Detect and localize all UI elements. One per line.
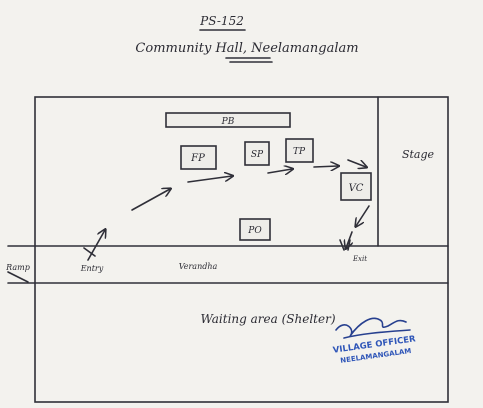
ramp-line — [7, 271, 29, 283]
flow-arrow-sp-to-tp — [267, 169, 292, 173]
po-box — [239, 218, 271, 241]
ramp-label: Ramp — [5, 263, 30, 272]
vc-box — [340, 172, 372, 201]
flow-arrow-tp-to-vc — [313, 166, 338, 167]
booth-number: PS-152 — [199, 14, 244, 28]
flow-arrow-to-exit — [356, 205, 370, 226]
tp-box — [285, 138, 314, 163]
sp-box — [244, 141, 270, 166]
pb-box — [165, 112, 291, 128]
fp-box — [180, 145, 217, 170]
entry-tick — [83, 247, 96, 257]
stage-label: Stage — [402, 148, 435, 161]
fp-label: FP — [190, 153, 205, 164]
vc-label: VC — [349, 183, 364, 194]
flow-arrow-to-fp — [131, 189, 170, 211]
building-outline — [34, 96, 449, 403]
flow-arrow-entry — [87, 230, 105, 261]
flow-arrow-to-vc-top — [347, 159, 366, 167]
sp-label: SP — [251, 150, 264, 160]
pb-label: PB — [221, 117, 235, 127]
officer-signature — [335, 317, 411, 339]
waiting-area-label: Waiting area (Shelter) — [200, 312, 335, 326]
exit-tick-2 — [347, 239, 351, 251]
tp-label: TP — [293, 147, 306, 157]
flow-arrow-fp-to-sp — [187, 176, 232, 183]
flow-arrow-exit-down — [346, 231, 352, 248]
exit-label: Exit — [352, 255, 367, 263]
venue-title: Community Hall, Neelamangalam — [135, 41, 358, 56]
entry-label: Entry — [80, 264, 104, 273]
po-label: PO — [247, 226, 262, 236]
verandah-label: Verandha — [179, 262, 218, 271]
exit-tick-1 — [339, 239, 345, 251]
